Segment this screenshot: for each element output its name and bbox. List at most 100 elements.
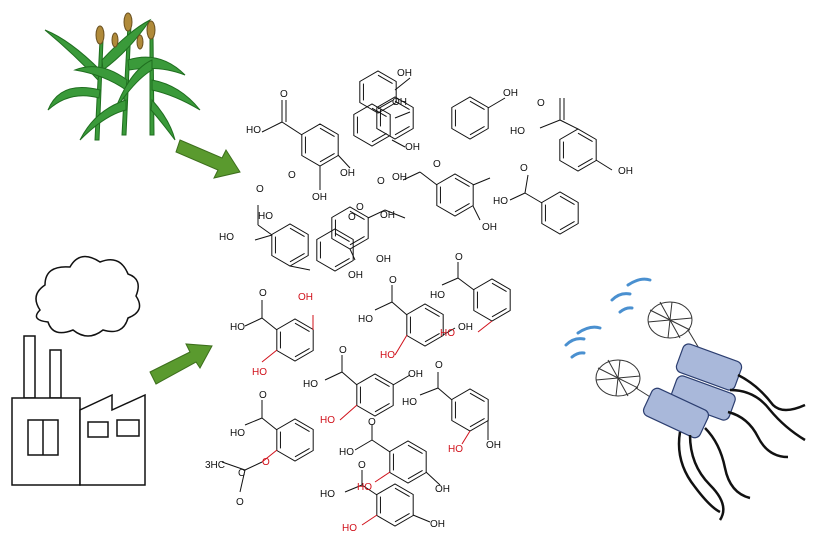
double-bond: [407, 444, 423, 455]
double-bond: [491, 307, 507, 318]
bond: [419, 387, 439, 396]
bond: [394, 334, 408, 356]
benzene-ring: [406, 303, 444, 347]
double-bond: [371, 107, 387, 118]
bond: [239, 469, 246, 493]
bond: [344, 484, 363, 493]
atom-label: O: [358, 460, 366, 471]
bond: [261, 317, 278, 331]
double-bond: [469, 100, 485, 111]
atom-label: OH: [503, 88, 518, 99]
plant-icon: [44, 12, 201, 141]
benzene-ring: [376, 483, 414, 527]
atom-label: HO: [219, 232, 234, 243]
bond: [461, 430, 471, 445]
bond: [339, 404, 358, 421]
bond: [472, 177, 491, 186]
atom-label: O: [280, 89, 288, 100]
atom-label: O: [435, 360, 443, 371]
bond: [419, 171, 438, 186]
atom-label: OH: [618, 166, 633, 177]
atom-label: HO: [230, 428, 245, 439]
atom-label: O: [259, 288, 267, 299]
atom-label: HO: [430, 290, 445, 301]
benzene-ring: [316, 228, 354, 272]
atom-label: OH: [376, 254, 391, 265]
benzene-ring: [276, 318, 314, 362]
benzene-ring: [356, 373, 394, 417]
bond: [412, 514, 431, 523]
bond: [374, 471, 391, 483]
molecule-bonds: [221, 77, 613, 526]
atom-label: HO: [448, 444, 463, 455]
atom-label: O: [356, 202, 364, 213]
benzene-ring: [559, 128, 597, 172]
double-bond: [319, 127, 335, 138]
arrow-icon: [175, 139, 241, 179]
bond: [524, 174, 529, 194]
atom-label: OH: [405, 142, 420, 153]
atom-label: HO: [246, 125, 261, 136]
double-bond: [294, 422, 310, 433]
atom-label: HO: [357, 482, 372, 493]
double-bond: [559, 195, 575, 206]
atom-label: OH: [392, 97, 407, 108]
bond: [559, 119, 579, 130]
double-bond: [349, 235, 365, 246]
atom-label: O: [520, 163, 528, 174]
bond: [324, 371, 343, 381]
atom-label: HO: [440, 328, 455, 339]
double-bond: [407, 469, 423, 480]
bond: [477, 320, 493, 333]
bond: [289, 265, 311, 271]
double-bond: [394, 512, 410, 523]
bond: [391, 139, 406, 148]
bond: [384, 209, 406, 219]
atom-label: O: [389, 275, 397, 286]
double-bond: [454, 202, 470, 213]
atom-label: O: [256, 184, 264, 195]
bond: [391, 301, 408, 316]
atom-label: OH: [340, 168, 355, 179]
benzene-ring: [541, 191, 579, 235]
double-bond: [289, 252, 305, 263]
atom-label: OH: [312, 192, 327, 203]
double-bond: [394, 487, 410, 498]
atom-label: O: [455, 252, 463, 263]
atom-label: HO: [510, 126, 525, 137]
double-bond: [559, 220, 575, 231]
bond: [281, 121, 303, 136]
atom-label: HO: [358, 314, 373, 325]
double-bond: [289, 227, 305, 238]
benzene-ring: [473, 278, 511, 322]
atom-label: HO: [258, 211, 273, 222]
benzene-ring: [353, 103, 391, 147]
double-bond: [334, 232, 350, 243]
bond: [487, 97, 506, 109]
benzene-ring: [276, 418, 314, 462]
atom-label: OH: [348, 270, 363, 281]
double-bond: [454, 177, 470, 188]
benzene-ring: [376, 96, 414, 140]
atom-label: O: [348, 212, 356, 223]
bond: [244, 317, 263, 327]
double-bond: [294, 322, 310, 333]
atom-label: OH: [380, 210, 395, 221]
double-bond: [349, 210, 365, 221]
atom-label: OH: [298, 292, 313, 303]
double-bond: [294, 347, 310, 358]
atom-label: HO: [320, 489, 335, 500]
bond: [361, 514, 378, 526]
atom-label: O: [433, 159, 441, 170]
atom-label: HO: [493, 196, 508, 207]
bond: [244, 417, 263, 426]
bond: [371, 439, 391, 453]
atom-label: OH: [486, 440, 501, 451]
bond: [394, 111, 411, 119]
atom-label: OH: [430, 519, 445, 530]
bond: [472, 205, 481, 221]
benzene-ring: [271, 223, 309, 267]
double-bond: [394, 125, 410, 136]
